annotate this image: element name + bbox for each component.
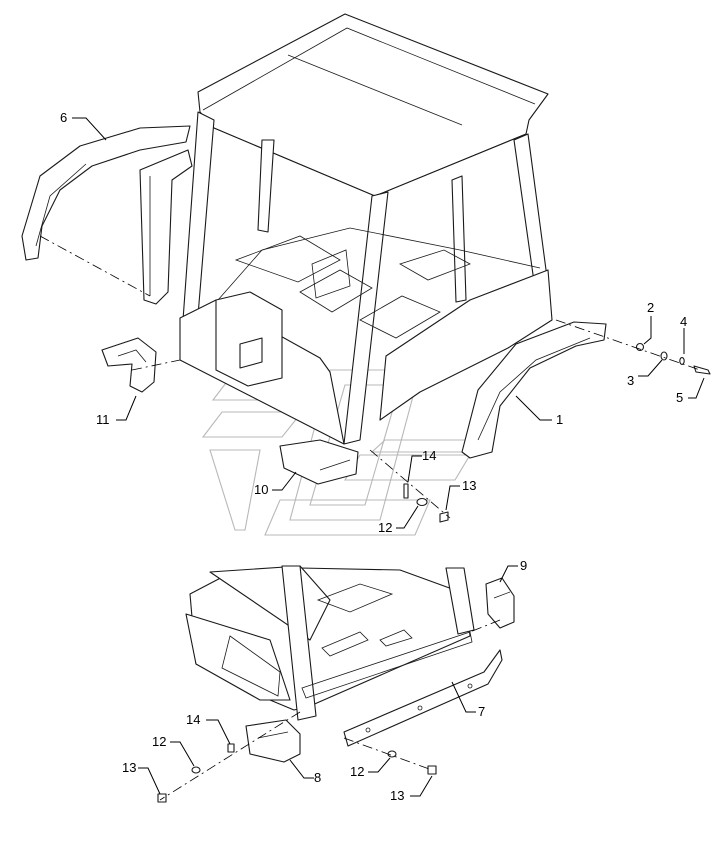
callout-13-lower-left: 13 (122, 760, 136, 775)
bolt-14 (403, 483, 409, 499)
nut-13-lower-right (427, 765, 437, 775)
callout-labels: 6 1 2 3 4 5 11 14 13 12 10 9 7 8 14 12 1… (60, 110, 687, 803)
part-7-sill-plate (343, 649, 503, 747)
part-9-rear-bracket (485, 577, 515, 629)
fasteners-lower (157, 743, 437, 803)
part-6-left-mudguard (21, 125, 191, 261)
part-11-step-bracket (101, 337, 157, 393)
assembly-lines (39, 235, 701, 801)
callout-7: 7 (478, 704, 485, 719)
cab-assembly-upper (139, 13, 553, 445)
washer-12-lower-right (387, 750, 397, 758)
callout-14-mid: 14 (422, 448, 436, 463)
callout-3: 3 (627, 373, 634, 388)
bolt-14-lower (227, 743, 235, 753)
washer-12 (416, 497, 428, 507)
callout-5: 5 (676, 390, 683, 405)
callout-4: 4 (680, 314, 687, 329)
leader-lines (72, 117, 705, 797)
washer-12-lower-left (191, 766, 201, 774)
cab-assembly-lower (185, 565, 475, 721)
nut-13-lower-left (157, 793, 167, 803)
callout-6: 6 (60, 110, 67, 125)
callout-10: 10 (254, 482, 268, 497)
callout-14-lower: 14 (186, 712, 200, 727)
callout-13-lower-right: 13 (390, 788, 404, 803)
washer-3 (660, 351, 668, 361)
part-8-step-bracket (245, 719, 301, 763)
callout-11: 11 (96, 412, 110, 427)
fasteners-right (635, 342, 711, 375)
callout-1: 1 (556, 412, 563, 427)
callout-12-lower-left: 12 (152, 734, 166, 749)
part-1-right-mudguard (461, 321, 607, 459)
part-10-step (279, 439, 359, 485)
callout-2: 2 (647, 300, 654, 315)
fasteners-middle (403, 483, 449, 523)
callout-9: 9 (520, 558, 527, 573)
callout-8: 8 (314, 770, 321, 785)
callout-13-mid: 13 (462, 478, 476, 493)
callout-12-lower-right: 12 (350, 764, 364, 779)
bolt-5 (693, 365, 711, 375)
washer-4 (679, 357, 685, 365)
nut-13 (439, 511, 449, 523)
callout-12-mid: 12 (378, 520, 392, 535)
